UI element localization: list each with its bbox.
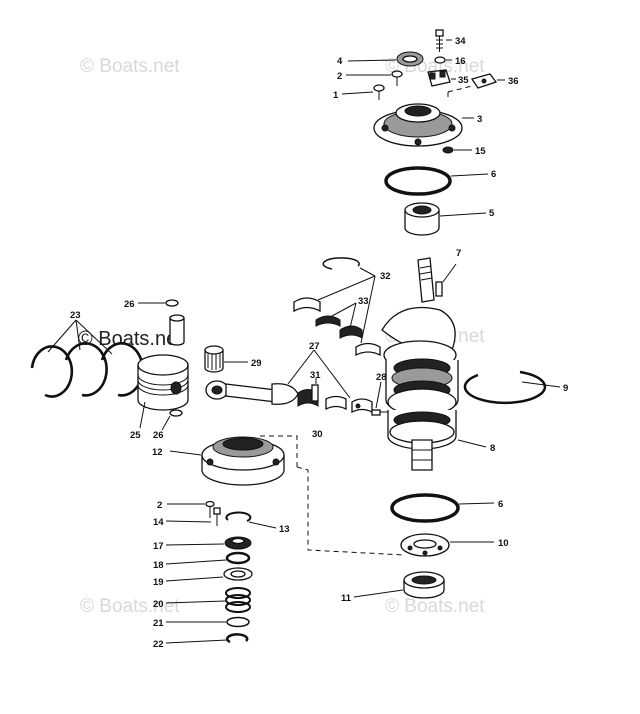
bearing-5 — [404, 202, 487, 236]
callout-7: 7 — [456, 248, 461, 259]
ball-bearing-11 — [353, 571, 445, 599]
callout-27: 27 — [309, 341, 320, 352]
callout-36: 36 — [508, 76, 519, 87]
callout-29: 29 — [251, 358, 262, 369]
rod-bolt-28 — [371, 381, 388, 416]
rod-cap-27 — [351, 398, 373, 414]
end-cap-12 — [169, 435, 406, 556]
washer-26-bottom — [161, 409, 183, 431]
callout-6: 6 — [491, 169, 496, 180]
connecting-rod — [205, 349, 351, 405]
callout-4: 4 — [337, 56, 343, 67]
callout-22: 22 — [153, 639, 164, 650]
washer-16 — [434, 56, 452, 64]
watermark: © Boats.net — [80, 596, 180, 617]
callout-14: 14 — [153, 517, 164, 528]
washer-21 — [166, 616, 250, 628]
callout-19: 19 — [153, 577, 164, 588]
watermark: © Boats.net — [385, 596, 485, 617]
bracket-35 — [427, 69, 456, 87]
callout-31: 31 — [310, 370, 321, 381]
bearing-17 — [165, 536, 252, 550]
end-cap-3 — [373, 103, 474, 147]
callout-23: 23 — [70, 310, 81, 321]
callout-25: 25 — [130, 430, 141, 441]
screw-1 — [341, 84, 385, 100]
callout-30: 30 — [312, 429, 323, 440]
screw-34 — [435, 29, 452, 52]
watermark: © Boats.net — [80, 56, 180, 77]
needle-bearing-29 — [204, 345, 248, 373]
rod-cap-parts-31 — [297, 378, 347, 411]
o-ring-18 — [165, 551, 251, 565]
callout-18: 18 — [153, 560, 164, 571]
washer-26-top — [138, 299, 179, 307]
callout-13: 13 — [279, 524, 290, 535]
screw-2-top — [346, 70, 403, 86]
piston-pin-24 — [169, 314, 185, 346]
callout-5: 5 — [489, 208, 495, 219]
callout-16: 16 — [455, 56, 466, 67]
callout-1: 1 — [333, 90, 339, 101]
callout-21: 21 — [153, 618, 164, 629]
callout-9: 9 — [563, 383, 568, 394]
callout-28: 28 — [376, 372, 387, 383]
seal-4 — [347, 51, 424, 67]
o-ring-6-top — [384, 166, 489, 196]
retaining-ring-32 — [317, 257, 376, 344]
callout-32: 32 — [380, 271, 391, 282]
callout-2: 2 — [157, 500, 162, 511]
callout-20: 20 — [153, 599, 164, 610]
retaining-ring-13 — [225, 511, 277, 529]
clip-36 — [447, 73, 505, 100]
o-ring-6-bottom — [390, 493, 495, 523]
callout-2: 2 — [337, 71, 342, 82]
crankshaft-8 — [381, 257, 487, 471]
callout-8: 8 — [490, 443, 495, 454]
plate-10 — [400, 533, 494, 557]
piston-25 — [137, 354, 189, 429]
callout-35: 35 — [458, 75, 469, 86]
retaining-ring-22 — [165, 633, 249, 644]
watermark: © Boats.net — [78, 328, 183, 350]
callout-12: 12 — [152, 447, 163, 458]
nut-15 — [442, 146, 472, 154]
callout-26: 26 — [124, 299, 135, 310]
callout-15: 15 — [475, 146, 486, 157]
screw-14 — [165, 507, 221, 526]
callout-labels: 34 4 16 2 35 36 1 3 15 6 5 7 32 26 33 23… — [70, 36, 568, 650]
callout-26: 26 — [153, 430, 164, 441]
piston-rings-23 — [30, 319, 144, 398]
callout-11: 11 — [341, 593, 352, 604]
callout-34: 34 — [455, 36, 466, 47]
callout-17: 17 — [153, 541, 164, 552]
callout-10: 10 — [498, 538, 509, 549]
seal-19 — [165, 567, 253, 582]
callout-3: 3 — [477, 114, 482, 125]
callout-33: 33 — [358, 296, 369, 307]
bearing-halves-33 — [293, 297, 381, 357]
o-ring-9 — [463, 370, 561, 405]
callout-6: 6 — [498, 499, 503, 510]
screw-2-bottom — [167, 500, 215, 518]
seal-rings-20 — [165, 587, 251, 613]
